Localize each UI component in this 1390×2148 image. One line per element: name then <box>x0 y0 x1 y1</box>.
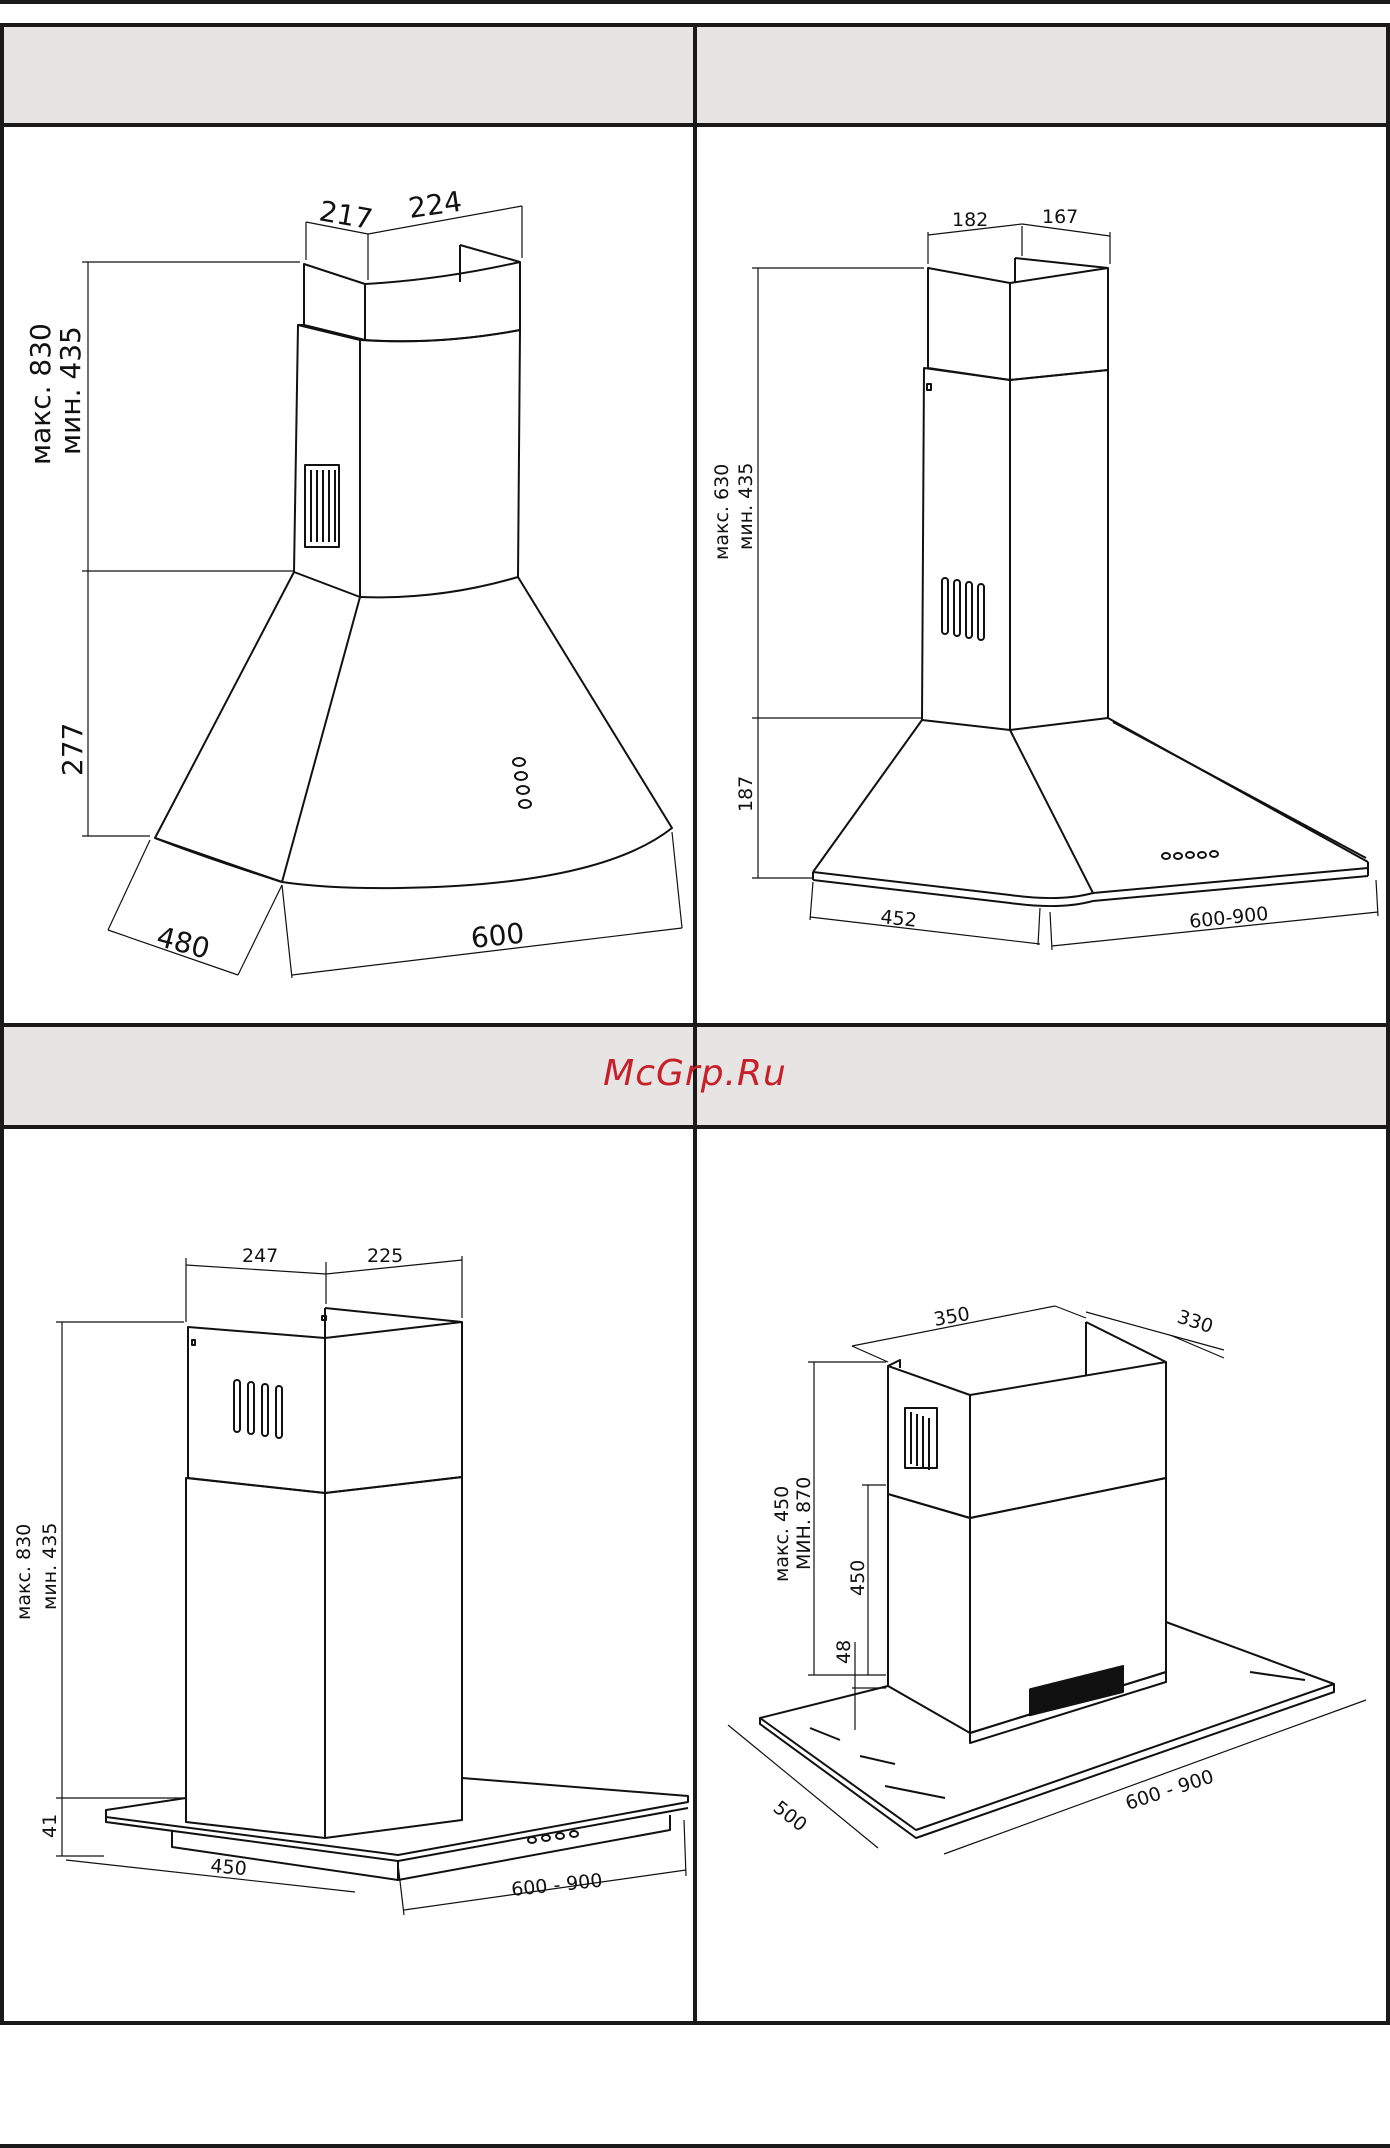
dim-inner-height: 450 <box>847 1560 869 1596</box>
dim-top-w2: 330 <box>1174 1306 1215 1338</box>
dim-width: 600 - 900 <box>1123 1766 1217 1815</box>
dim-top-w1: 350 <box>932 1303 972 1331</box>
bottom-rule <box>0 2144 1390 2148</box>
vent-slots-icon <box>905 1408 937 1470</box>
dim-depth: 500 <box>769 1797 811 1837</box>
dim-height-min: МИН. 870 <box>793 1477 815 1570</box>
dim-gap: 48 <box>833 1640 855 1664</box>
dim-height-max: макс. 450 <box>771 1486 793 1582</box>
